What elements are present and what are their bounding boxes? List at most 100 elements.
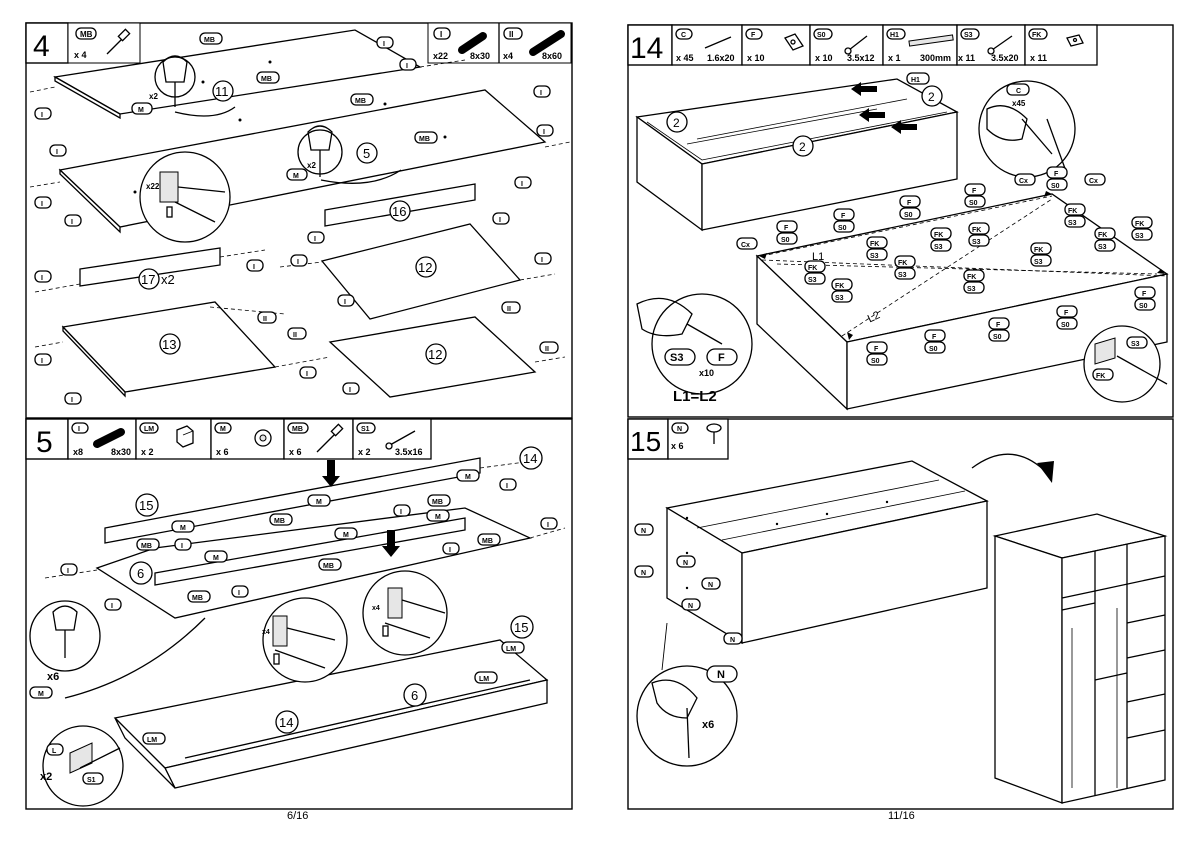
panel-label-15a: 15 <box>135 493 159 517</box>
svg-text:II: II <box>509 30 513 39</box>
svg-text:I: I <box>499 217 501 224</box>
svg-text:I: I <box>111 603 113 610</box>
svg-text:FK: FK <box>1098 232 1107 239</box>
svg-text:I: I <box>383 41 385 48</box>
lower-carcass <box>755 191 1169 411</box>
nail-icon <box>706 423 722 444</box>
svg-text:S3: S3 <box>1034 259 1043 266</box>
svg-text:6: 6 <box>137 566 144 581</box>
svg-text:MB: MB <box>204 37 215 44</box>
svg-text:x 2: x 2 <box>358 447 371 457</box>
svg-text:I: I <box>400 509 402 516</box>
svg-text:M: M <box>343 532 349 539</box>
svg-text:8x30: 8x30 <box>470 51 490 61</box>
svg-text:x 10: x 10 <box>815 53 833 63</box>
svg-text:M: M <box>38 691 44 698</box>
svg-text:I: I <box>506 483 508 490</box>
svg-text:F: F <box>718 352 725 364</box>
svg-text:3.5x12: 3.5x12 <box>847 53 875 63</box>
dowel-hammer-callout: x22 <box>139 151 231 243</box>
part-f: F x 10 <box>745 28 804 63</box>
svg-text:M: M <box>213 555 219 562</box>
nail-hammer-callout: N x6 <box>636 622 738 767</box>
svg-text:FK: FK <box>1034 247 1043 254</box>
svg-text:x4: x4 <box>262 629 270 636</box>
svg-text:II: II <box>263 316 267 323</box>
svg-text:FK: FK <box>1135 221 1144 228</box>
screw-callout-x2: x2 <box>40 725 124 807</box>
cam-callout-x6: x6 <box>29 600 206 699</box>
panel-label-5: 5 <box>356 142 378 164</box>
svg-text:I: I <box>521 181 523 188</box>
svg-text:S1: S1 <box>87 777 96 784</box>
flip-arrow-icon <box>971 453 1054 483</box>
finished-wardrobe <box>992 513 1168 804</box>
cam-lock-callout-2: x2 <box>297 125 402 184</box>
svg-text:I: I <box>540 90 542 97</box>
svg-text:MB: MB <box>274 518 285 525</box>
svg-text:S3: S3 <box>808 277 817 284</box>
svg-text:x10: x10 <box>699 368 714 378</box>
svg-text:FK: FK <box>870 241 879 248</box>
equation-l1-l2: L1=L2 <box>673 388 717 405</box>
svg-text:I: I <box>541 257 543 264</box>
svg-text:FK: FK <box>835 283 844 290</box>
svg-text:I: I <box>543 129 545 136</box>
svg-text:S3: S3 <box>670 352 683 364</box>
svg-text:M: M <box>293 173 299 180</box>
svg-text:x 4: x 4 <box>74 50 87 60</box>
cam-lock-icon <box>254 429 272 447</box>
svg-text:x 45: x 45 <box>676 53 694 63</box>
svg-text:N: N <box>717 669 725 681</box>
panel-label-16: 16 <box>389 200 411 222</box>
svg-text:5: 5 <box>363 146 370 161</box>
svg-text:C: C <box>1016 88 1021 95</box>
svg-text:x 11: x 11 <box>958 53 975 63</box>
svg-text:16: 16 <box>392 204 406 219</box>
part-n: N x 6 <box>667 418 729 460</box>
svg-text:MB: MB <box>323 563 334 570</box>
svg-text:MB: MB <box>292 426 303 433</box>
svg-text:S3: S3 <box>934 244 943 251</box>
carcass-top <box>665 460 989 645</box>
step-5-panel: 5 I x8 8x30 LM x 2 M x 6 <box>25 418 573 810</box>
svg-text:S3: S3 <box>1135 233 1144 240</box>
svg-text:MB: MB <box>432 499 443 506</box>
svg-text:N: N <box>688 603 693 610</box>
svg-text:LM: LM <box>147 737 157 744</box>
svg-text:x 6: x 6 <box>289 447 302 457</box>
svg-text:II: II <box>293 332 297 339</box>
nail-icon <box>704 36 732 49</box>
svg-text:x 6: x 6 <box>671 441 684 451</box>
svg-text:F: F <box>784 225 789 232</box>
dowel-callout-x4-left: x4 <box>262 597 348 683</box>
svg-text:S0: S0 <box>817 32 826 39</box>
screw-icon <box>844 35 868 55</box>
svg-text:S3: S3 <box>967 286 976 293</box>
bracket-icon <box>784 33 804 51</box>
svg-text:I: I <box>306 371 308 378</box>
svg-text:F: F <box>841 213 846 220</box>
svg-text:H1: H1 <box>890 32 899 39</box>
svg-text:LM: LM <box>144 426 154 433</box>
svg-text:F: F <box>932 334 937 341</box>
svg-text:I: I <box>71 397 73 404</box>
label-l2: L2 <box>866 309 882 325</box>
part-dowel: I x8 8x30 <box>71 422 131 457</box>
svg-text:H1: H1 <box>911 77 920 84</box>
svg-text:x22: x22 <box>433 51 448 61</box>
step-number: 5 <box>36 426 53 459</box>
svg-text:x45: x45 <box>1012 99 1026 108</box>
svg-text:LM: LM <box>506 646 516 653</box>
letter-bubbles: M M M M M M M MB MB MB MB MB MB I I I I … <box>29 469 558 785</box>
svg-text:3.5x20: 3.5x20 <box>991 53 1019 63</box>
panel-label-11: 11 <box>212 80 234 102</box>
svg-text:x8: x8 <box>73 447 83 457</box>
svg-text:12: 12 <box>428 347 442 362</box>
svg-text:F: F <box>874 346 879 353</box>
svg-text:MB: MB <box>482 538 493 545</box>
nail-hammer-callout: C x45 <box>978 80 1076 178</box>
screw-icon <box>987 35 1013 55</box>
svg-text:3.5x16: 3.5x16 <box>395 447 423 457</box>
arrow-left-icon <box>859 108 885 122</box>
